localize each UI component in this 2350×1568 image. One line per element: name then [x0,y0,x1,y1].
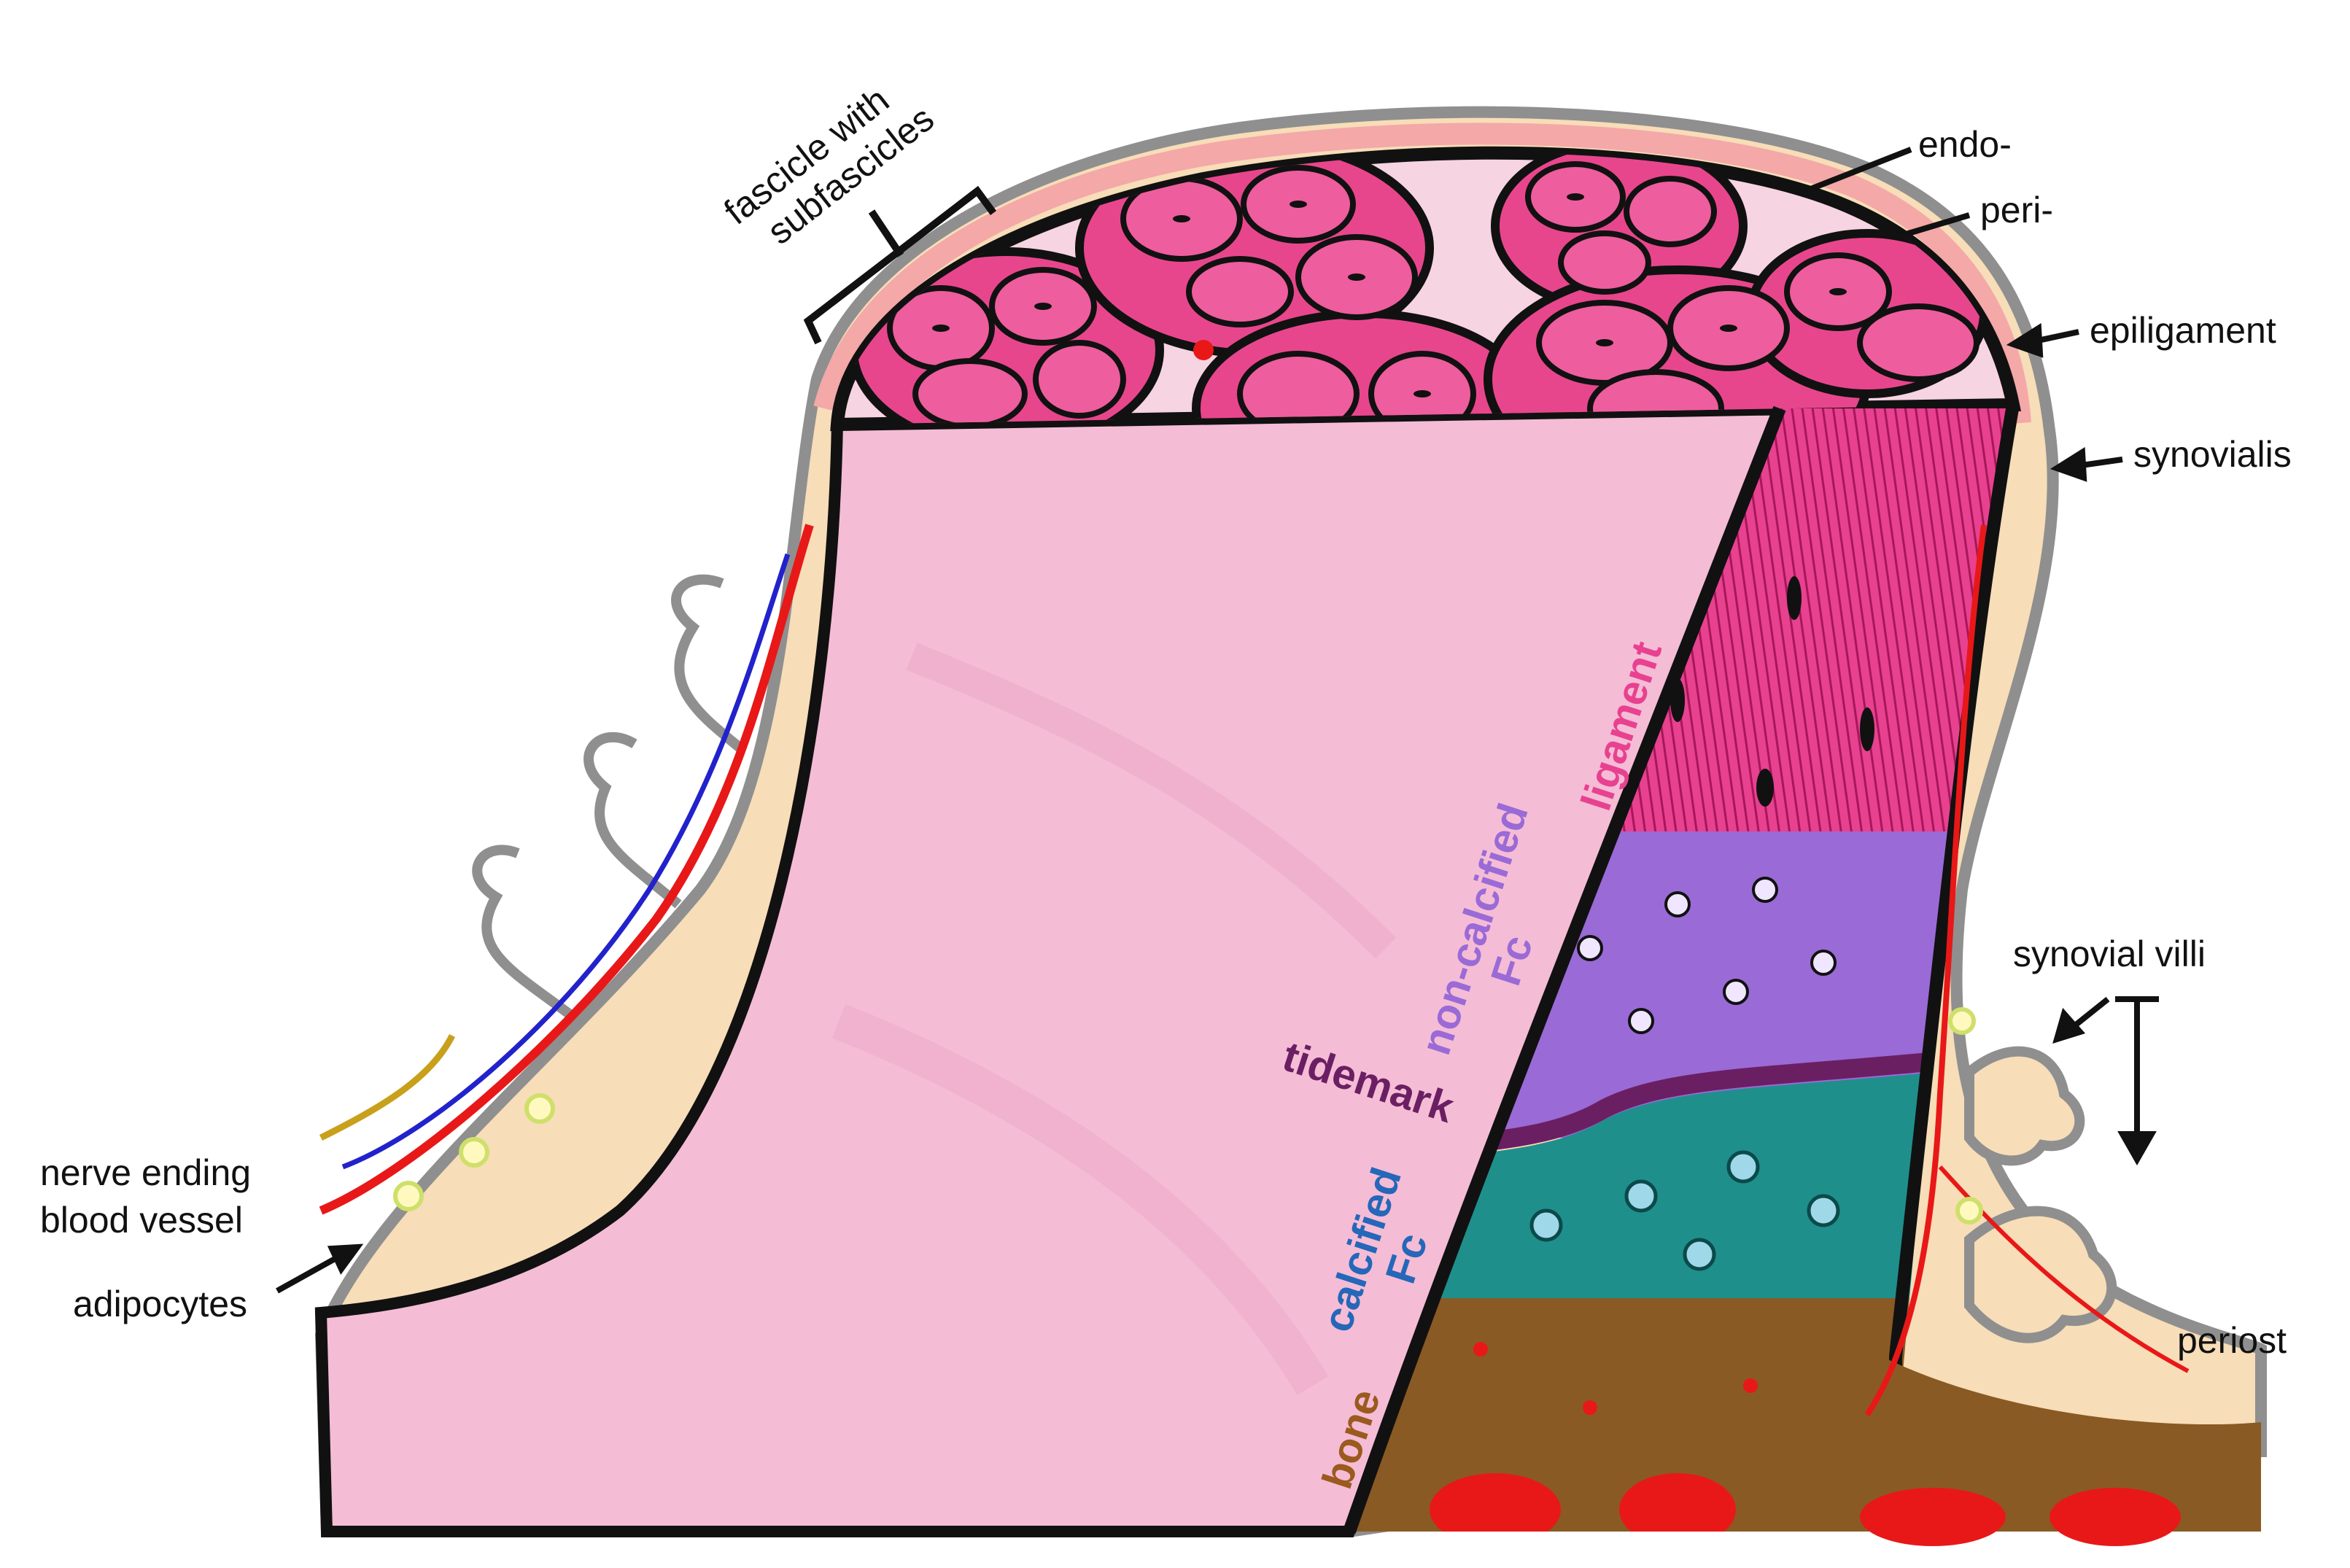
adipocytes-label: adipocytes [73,1284,247,1324]
pointer-arrows [276,147,2159,1294]
vessels [319,524,2190,1417]
nerve-line [319,1033,456,1141]
epiligament-layer [813,123,2031,424]
periost-label: periost [2177,1320,2287,1361]
synovial-villi-label: synovial villi [2013,934,2206,974]
svg-text:fascicle with subfascicles: fascicle with subfascicles [716,64,941,265]
vein-line [341,553,791,1170]
peri-label: peri- [1980,190,2053,230]
calcified-fc-zone [1349,1061,2013,1313]
synovialis-label: synovialis [2133,434,2292,475]
adipocyte-cells [393,1007,1983,1224]
blood-vessel-label: blood vessel [40,1200,243,1241]
blood-vessel-line [319,524,814,1215]
bone-marrow [1860,1488,2181,1546]
nerve-ending-label: nerve ending [40,1152,251,1193]
endo-label: endo- [1918,124,2012,165]
epiligament-label: epiligament [2090,310,2276,351]
synovial-villi-left [472,574,748,1018]
fascicle-bracket [803,185,997,345]
synovial-villi-right [1964,1046,2117,1343]
bone-base [1845,1349,2261,1532]
